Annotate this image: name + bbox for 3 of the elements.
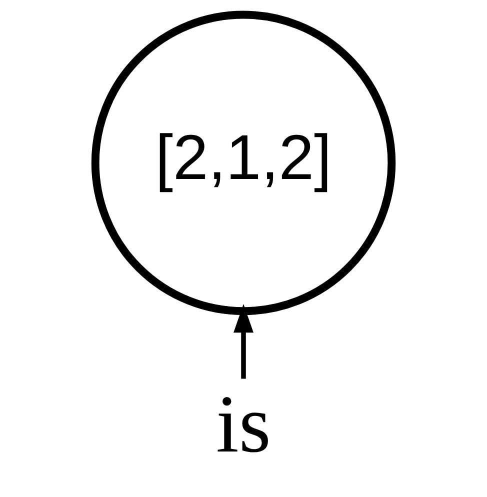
arrow (234, 304, 254, 379)
node-circle: [2,1,2] (91, 10, 396, 316)
node-text: is (216, 378, 271, 470)
